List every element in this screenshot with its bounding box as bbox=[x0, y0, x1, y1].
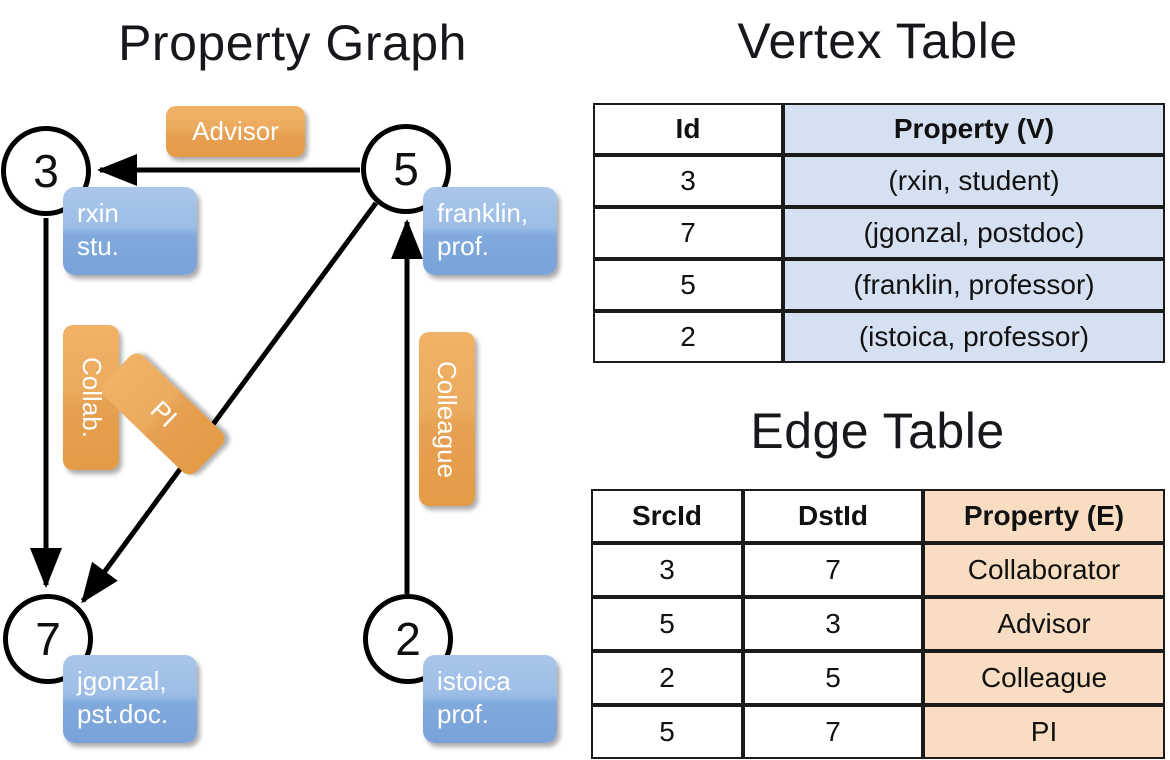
edge-cell-srcid: 3 bbox=[591, 543, 743, 597]
vertex-table-header-id: Id bbox=[593, 103, 783, 155]
edge-label-advisor: Advisor bbox=[166, 106, 305, 157]
graph-node-2[interactable]: 2 bbox=[363, 594, 453, 684]
vertex-table-header-row: Id Property (V) bbox=[593, 103, 1165, 155]
bubble-line-2: stu. bbox=[77, 231, 119, 261]
edge-cell-dstid: 7 bbox=[743, 705, 923, 759]
edge-line-pi bbox=[80, 201, 379, 604]
table-row[interactable]: 5 7 PI bbox=[591, 705, 1165, 759]
edge-label-advisor-text: Advisor bbox=[192, 116, 279, 146]
bubble-line-2: prof. bbox=[437, 231, 490, 261]
graph-node-3-label: 3 bbox=[33, 145, 59, 197]
vertex-cell-property: (franklin, professor) bbox=[783, 259, 1165, 311]
vertex-cell-id: 5 bbox=[593, 259, 783, 311]
table-row[interactable]: 5 3 Advisor bbox=[591, 597, 1165, 651]
vertex-property-bubble-jgonzal: jgonzal, pst.doc. bbox=[63, 655, 197, 743]
edge-cell-dstid: 3 bbox=[743, 597, 923, 651]
edge-table-header-srcid: SrcId bbox=[591, 489, 743, 543]
edge-cell-property: PI bbox=[923, 705, 1165, 759]
table-row[interactable]: 3 (rxin, student) bbox=[593, 155, 1165, 207]
edge-cell-property: Colleague bbox=[923, 651, 1165, 705]
edge-cell-srcid: 5 bbox=[591, 705, 743, 759]
vertex-cell-id: 2 bbox=[593, 311, 783, 363]
bubble-line-1: rxin bbox=[77, 198, 119, 228]
edge-label-colleague: Colleague bbox=[419, 332, 475, 506]
bubble-line-1: istoica bbox=[437, 666, 511, 696]
graph-node-5[interactable]: 5 bbox=[361, 124, 451, 214]
vertex-table-header-property: Property (V) bbox=[783, 103, 1165, 155]
graph-node-5-label: 5 bbox=[393, 143, 419, 195]
bubble-line-1: jgonzal, bbox=[77, 666, 167, 696]
edge-cell-dstid: 5 bbox=[743, 651, 923, 705]
edge-table-header-row: SrcId DstId Property (E) bbox=[591, 489, 1165, 543]
table-row[interactable]: 2 (istoica, professor) bbox=[593, 311, 1165, 363]
property-graph-diagram: 3 5 7 2 rxin stu. franklin, prof. jgonza… bbox=[1, 106, 557, 743]
vertex-table: Id Property (V) 3 (rxin, student) 7 (jgo… bbox=[593, 103, 1165, 363]
bubble-line-1: franklin, bbox=[437, 198, 529, 228]
edge-cell-srcid: 2 bbox=[591, 651, 743, 705]
edge-table: SrcId DstId Property (E) 3 7 Collaborato… bbox=[591, 489, 1165, 759]
page-title-vertex-table: Vertex Table bbox=[737, 13, 1018, 69]
edge-cell-property: Advisor bbox=[923, 597, 1165, 651]
bubble-line-2: pst.doc. bbox=[77, 699, 169, 729]
vertex-cell-id: 3 bbox=[593, 155, 783, 207]
page-title-property-graph: Property Graph bbox=[118, 15, 467, 71]
edge-label-colleague-text: Colleague bbox=[432, 360, 463, 478]
vertex-cell-property: (rxin, student) bbox=[783, 155, 1165, 207]
vertex-property-bubble-istoica: istoica prof. bbox=[423, 655, 557, 743]
edge-cell-srcid: 5 bbox=[591, 597, 743, 651]
bubble-line-2: prof. bbox=[437, 699, 490, 729]
graph-node-7-label: 7 bbox=[35, 613, 61, 665]
page-title-edge-table: Edge Table bbox=[750, 403, 1005, 459]
edge-cell-property: Collaborator bbox=[923, 543, 1165, 597]
graph-node-2-label: 2 bbox=[395, 613, 421, 665]
graph-edge-lines bbox=[30, 154, 423, 604]
vertex-property-bubble-franklin: franklin, prof. bbox=[423, 187, 557, 275]
vertex-property-bubble-rxin: rxin stu. bbox=[63, 187, 197, 275]
table-row[interactable]: 3 7 Collaborator bbox=[591, 543, 1165, 597]
edge-label-pi-text: PI bbox=[144, 394, 183, 433]
vertex-cell-property: (istoica, professor) bbox=[783, 311, 1165, 363]
table-row[interactable]: 2 5 Colleague bbox=[591, 651, 1165, 705]
edge-table-header-property: Property (E) bbox=[923, 489, 1165, 543]
table-row[interactable]: 7 (jgonzal, postdoc) bbox=[593, 207, 1165, 259]
edge-table-header-dstid: DstId bbox=[743, 489, 923, 543]
edge-label-collab-text: Collab. bbox=[76, 357, 107, 438]
vertex-cell-property: (jgonzal, postdoc) bbox=[783, 207, 1165, 259]
table-row[interactable]: 5 (franklin, professor) bbox=[593, 259, 1165, 311]
vertex-cell-id: 7 bbox=[593, 207, 783, 259]
edge-cell-dstid: 7 bbox=[743, 543, 923, 597]
